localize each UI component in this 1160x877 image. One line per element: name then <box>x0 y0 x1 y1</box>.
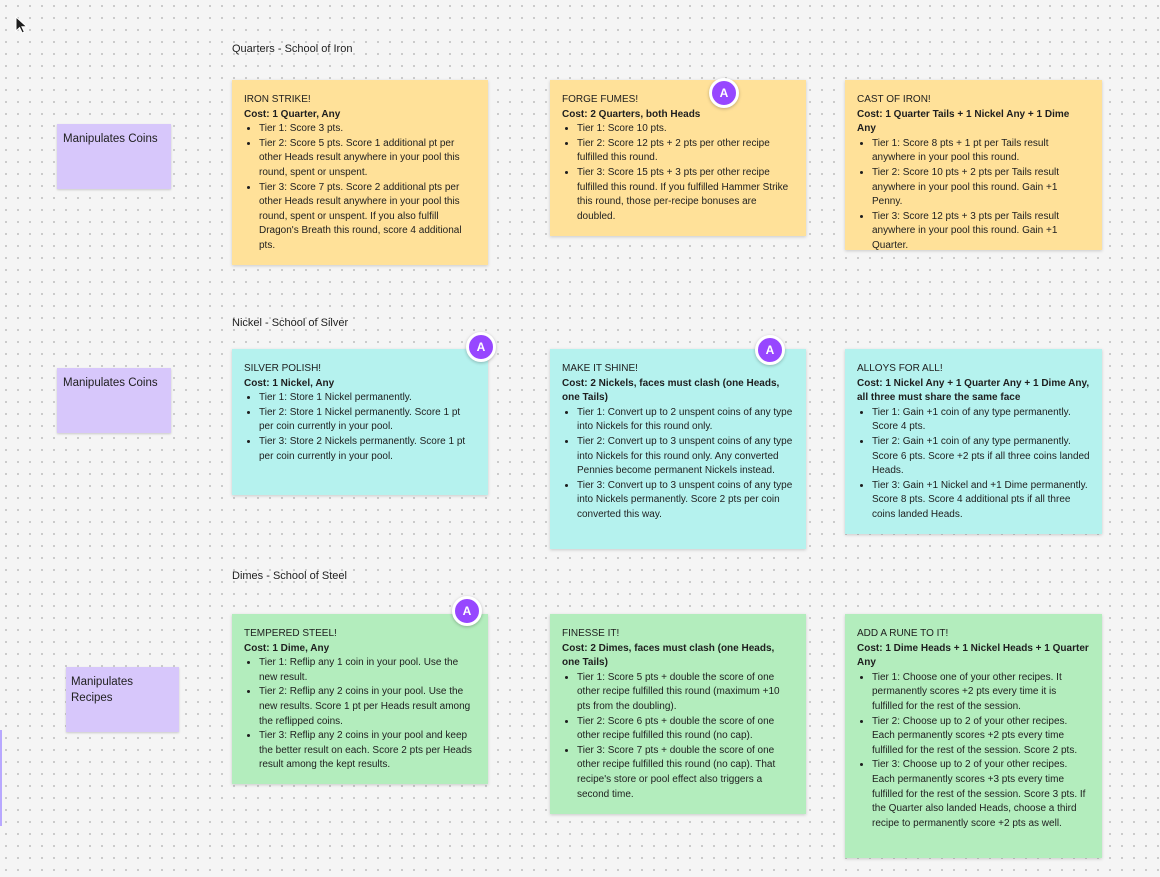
sticky-note-silver-polish[interactable]: SILVER POLISH! Cost: 1 Nickel, Any Tier … <box>232 349 488 495</box>
tier-list: Tier 1: Score 8 pts + 1 pt per Tails res… <box>857 137 1090 254</box>
tier-item: Tier 3: Reflip any 2 coins in your pool … <box>259 729 476 773</box>
tag-manipulates-recipes[interactable]: Manipulates Recipes <box>66 667 179 732</box>
tier-item: Tier 1: Choose one of your other recipes… <box>872 671 1090 715</box>
tier-item: Tier 3: Store 2 Nickels permanently. Sco… <box>259 435 476 464</box>
collaborator-avatar[interactable]: A <box>466 332 496 362</box>
tier-list: Tier 1: Score 3 pts. Tier 2: Score 5 pts… <box>244 122 476 253</box>
tier-item: Tier 3: Score 7 pts. Score 2 additional … <box>259 181 476 254</box>
sticky-note-finesse-it[interactable]: FINESSE IT! Cost: 2 Dimes, faces must cl… <box>550 614 806 814</box>
note-title: ADD A RUNE TO IT! <box>857 628 949 639</box>
tier-item: Tier 1: Score 3 pts. <box>259 122 476 137</box>
tier-item: Tier 3: Score 15 pts + 3 pts per other r… <box>577 166 794 224</box>
tier-item: Tier 2: Score 5 pts. Score 1 additional … <box>259 137 476 181</box>
note-cost: Cost: 1 Nickel Any + 1 Quarter Any + 1 D… <box>857 377 1090 404</box>
tier-item: Tier 1: Store 1 Nickel permanently. <box>259 391 476 406</box>
tier-item: Tier 1: Gain +1 coin of any type permane… <box>872 406 1090 435</box>
note-cost: Cost: 1 Dime Heads + 1 Nickel Heads + 1 … <box>857 642 1089 669</box>
sticky-note-tempered-steel[interactable]: TEMPERED STEEL! Cost: 1 Dime, Any Tier 1… <box>232 614 488 784</box>
note-title: FINESSE IT! <box>562 628 620 639</box>
sticky-note-forge-fumes[interactable]: FORGE FUMES! Cost: 2 Quarters, both Head… <box>550 80 806 236</box>
tier-list: Tier 1: Store 1 Nickel permanently. Tier… <box>244 391 476 464</box>
note-cost: Cost: 1 Quarter Tails + 1 Nickel Any + 1… <box>857 108 1070 135</box>
tier-item: Tier 3: Score 7 pts + double the score o… <box>577 744 794 802</box>
note-title: CAST OF IRON! <box>857 94 931 105</box>
tier-item: Tier 2: Score 6 pts + double the score o… <box>577 715 794 744</box>
tag-manipulates-coins[interactable]: Manipulates Coins <box>57 124 171 189</box>
tier-item: Tier 1: Score 5 pts + double the score o… <box>577 671 794 715</box>
tier-list: Tier 1: Score 5 pts + double the score o… <box>562 671 794 802</box>
tier-list: Tier 1: Convert up to 2 unspent coins of… <box>562 406 794 523</box>
tier-item: Tier 3: Gain +1 Nickel and +1 Dime perma… <box>872 479 1090 523</box>
tier-item: Tier 1: Score 8 pts + 1 pt per Tails res… <box>872 137 1090 166</box>
collaborator-avatar[interactable]: A <box>709 78 739 108</box>
sticky-note-iron-strike[interactable]: IRON STRIKE! Cost: 1 Quarter, Any Tier 1… <box>232 80 488 265</box>
collaborator-avatar[interactable]: A <box>755 335 785 365</box>
tier-item: Tier 3: Convert up to 3 unspent coins of… <box>577 479 794 523</box>
note-title: MAKE IT SHINE! <box>562 363 638 374</box>
tier-list: Tier 1: Choose one of your other recipes… <box>857 671 1090 832</box>
tier-item: Tier 3: Score 12 pts + 3 pts per Tails r… <box>872 210 1090 254</box>
section-title-nickel: Nickel - School of Silver <box>232 317 349 329</box>
note-cost: Cost: 1 Quarter, Any <box>244 108 341 120</box>
note-title: TEMPERED STEEL! <box>244 628 337 639</box>
tier-item: Tier 2: Score 12 pts + 2 pts per other r… <box>577 137 794 166</box>
tier-item: Tier 2: Choose up to 2 of your other rec… <box>872 715 1090 759</box>
tier-item: Tier 2: Convert up to 3 unspent coins of… <box>577 435 794 479</box>
sticky-note-cast-of-iron[interactable]: CAST OF IRON! Cost: 1 Quarter Tails + 1 … <box>845 80 1102 251</box>
collaborator-avatar[interactable]: A <box>452 596 482 626</box>
tier-item: Tier 2: Score 10 pts + 2 pts per Tails r… <box>872 166 1090 210</box>
note-title: SILVER POLISH! <box>244 363 322 374</box>
tier-list: Tier 1: Reflip any 1 coin in your pool. … <box>244 656 476 773</box>
note-cost: Cost: 1 Dime, Any <box>244 642 330 654</box>
section-title-quarters: Quarters - School of Iron <box>232 43 353 55</box>
tier-item: Tier 1: Score 10 pts. <box>577 122 794 137</box>
tier-item: Tier 1: Reflip any 1 coin in your pool. … <box>259 656 476 685</box>
note-cost: Cost: 2 Nickels, faces must clash (one H… <box>562 377 780 404</box>
tier-item: Tier 3: Choose up to 2 of your other rec… <box>872 758 1090 831</box>
tier-item: Tier 2: Store 1 Nickel permanently. Scor… <box>259 406 476 435</box>
tier-item: Tier 2: Gain +1 coin of any type permane… <box>872 435 1090 479</box>
note-cost: Cost: 2 Dimes, faces must clash (one Hea… <box>562 642 775 669</box>
note-cost: Cost: 2 Quarters, both Heads <box>562 108 701 120</box>
tag-manipulates-coins[interactable]: Manipulates Coins <box>57 368 171 433</box>
note-title: ALLOYS FOR ALL! <box>857 363 943 374</box>
note-title: IRON STRIKE! <box>244 94 311 105</box>
tier-item: Tier 2: Reflip any 2 coins in your pool.… <box>259 685 476 729</box>
tier-list: Tier 1: Gain +1 coin of any type permane… <box>857 406 1090 523</box>
sticky-note-alloys-for-all[interactable]: ALLOYS FOR ALL! Cost: 1 Nickel Any + 1 Q… <box>845 349 1102 534</box>
mouse-pointer-icon <box>15 16 29 34</box>
note-title: FORGE FUMES! <box>562 94 639 105</box>
section-title-dimes: Dimes - School of Steel <box>232 570 347 582</box>
sticky-note-add-a-rune-to-it[interactable]: ADD A RUNE TO IT! Cost: 1 Dime Heads + 1… <box>845 614 1102 858</box>
tier-item: Tier 1: Convert up to 2 unspent coins of… <box>577 406 794 435</box>
note-cost: Cost: 1 Nickel, Any <box>244 377 335 389</box>
sticky-note-make-it-shine[interactable]: MAKE IT SHINE! Cost: 2 Nickels, faces mu… <box>550 349 806 549</box>
selection-edge <box>0 730 2 826</box>
tier-list: Tier 1: Score 10 pts. Tier 2: Score 12 p… <box>562 122 794 224</box>
